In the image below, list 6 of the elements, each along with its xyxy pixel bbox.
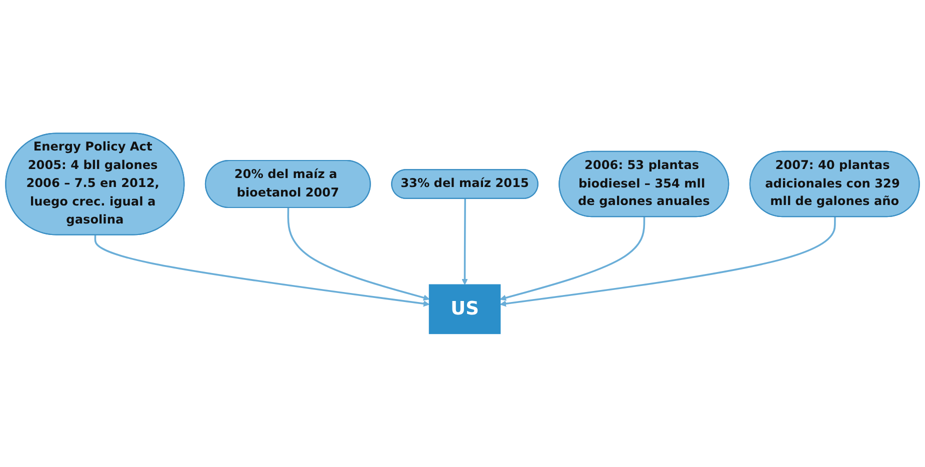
arrow [500, 216, 836, 307]
arrow [500, 216, 646, 301]
arrow [94, 235, 430, 307]
arrow [287, 208, 430, 301]
node-box: US [428, 284, 501, 334]
arrow [462, 198, 468, 285]
